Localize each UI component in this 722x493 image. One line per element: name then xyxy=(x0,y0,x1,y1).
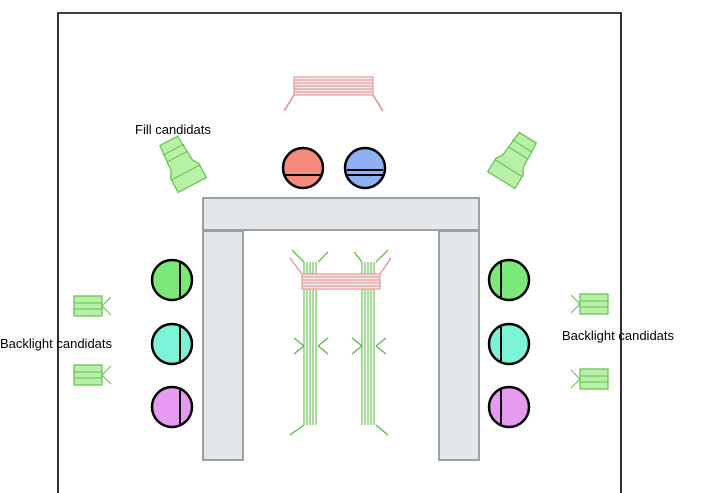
track-joint xyxy=(375,345,387,355)
fill-light-left xyxy=(159,135,208,194)
track-stub xyxy=(375,424,389,436)
track-joint xyxy=(317,345,329,355)
rail-leg xyxy=(289,257,303,275)
backlight-right-upper xyxy=(570,293,609,315)
rail-leg xyxy=(372,94,384,112)
light-stand xyxy=(570,369,581,380)
light-body xyxy=(73,295,103,317)
person-left-violet xyxy=(150,385,194,429)
track-stub xyxy=(289,424,305,436)
light-stand xyxy=(101,296,112,307)
person-circle xyxy=(343,146,387,190)
spot-line xyxy=(171,164,200,181)
table-arrangement xyxy=(202,197,480,461)
person-left-green xyxy=(150,258,194,302)
rail-body xyxy=(301,273,381,290)
person-right-green xyxy=(487,258,531,302)
track-joint xyxy=(351,337,363,347)
backlight-candidates-right-label: Backlight candidats xyxy=(562,328,675,343)
light-stand xyxy=(570,294,581,305)
spot-body xyxy=(159,135,208,194)
room-frame xyxy=(57,12,622,493)
light-body xyxy=(579,293,609,315)
backlight-candidates-left-label: Backlight candidats xyxy=(0,336,113,351)
spot-line xyxy=(494,159,523,178)
backlight-left-upper xyxy=(73,295,112,317)
right-table xyxy=(438,230,480,461)
backlight-left-lower xyxy=(73,364,112,386)
track-stub xyxy=(375,249,389,263)
spot-line xyxy=(511,139,533,153)
fill-light-right xyxy=(486,131,537,190)
people xyxy=(150,146,531,429)
track-stub xyxy=(317,251,329,263)
track-joint xyxy=(293,337,305,347)
person-circle xyxy=(487,258,531,302)
backlight-right-lower xyxy=(570,368,609,390)
rail-leg xyxy=(379,257,392,275)
person-circle xyxy=(487,385,531,429)
person-top-red xyxy=(281,146,325,190)
light-stand xyxy=(101,305,112,316)
track-joint xyxy=(317,337,329,347)
light-stand xyxy=(570,303,581,314)
person-top-blue xyxy=(343,146,387,190)
spot-line xyxy=(166,150,189,163)
light-stand xyxy=(570,378,581,389)
person-circle xyxy=(281,146,325,190)
fill-candidates-label: Fill candidats xyxy=(135,122,211,137)
person-circle xyxy=(150,322,194,366)
track-stub xyxy=(291,249,305,263)
person-circle xyxy=(150,258,194,302)
track-joint xyxy=(293,345,305,355)
person-circle xyxy=(150,385,194,429)
light-body xyxy=(579,368,609,390)
track-stub xyxy=(353,251,363,263)
overhead-rail-top xyxy=(283,76,384,112)
person-left-cyan xyxy=(150,322,194,366)
spot-line xyxy=(507,146,529,160)
track-joint xyxy=(375,337,387,347)
spot-body xyxy=(486,131,537,190)
person-circle xyxy=(487,322,531,366)
track-joint xyxy=(351,345,363,355)
lights xyxy=(73,131,609,390)
rail-leg xyxy=(283,94,295,112)
overhead-rail-center xyxy=(289,257,392,290)
person-right-violet xyxy=(487,385,531,429)
person-right-cyan xyxy=(487,322,531,366)
left-table xyxy=(202,230,244,461)
light-stand xyxy=(101,374,112,385)
head-table xyxy=(202,197,480,231)
spot-line xyxy=(162,143,185,156)
light-stand xyxy=(101,365,112,376)
light-body xyxy=(73,364,103,386)
